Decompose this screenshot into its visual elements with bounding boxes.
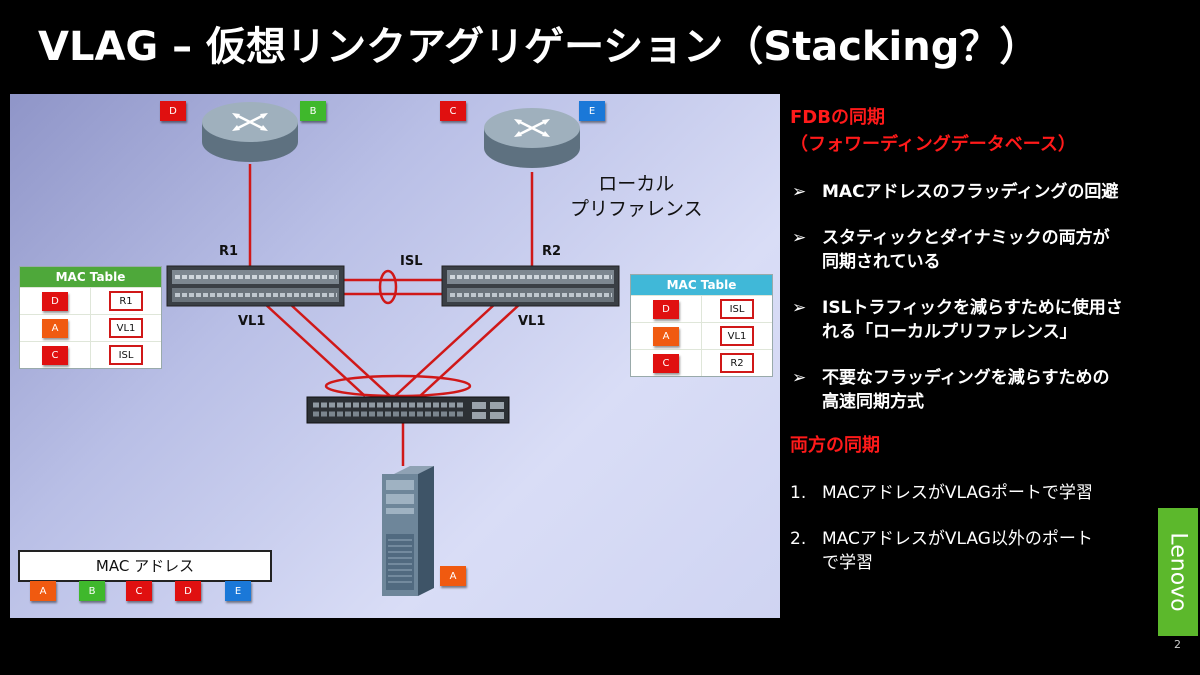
- bullet-text: MACアドレスのフラッディングの回避: [822, 182, 1119, 202]
- both-sync-title: 両方の同期: [790, 435, 880, 456]
- vl1-left-link-2: [289, 303, 391, 397]
- server-icon: [382, 466, 434, 596]
- table-row: A VL1: [631, 322, 772, 349]
- fdb-sync-title: FDBの同期: [790, 107, 885, 128]
- mac-cell: A: [653, 326, 679, 346]
- bullet-text: 同期されている: [822, 252, 941, 272]
- arrow-bullet-icon: ➢: [792, 228, 807, 248]
- lenovo-logo: Lenovo: [1158, 508, 1198, 636]
- vl1-right-link-2: [394, 303, 496, 397]
- port-cell: R2: [720, 353, 754, 373]
- bullet-text: ISLトラフィックを減らすために使用さ: [822, 298, 1123, 318]
- bullet-item: ➢ スタティックとダイナミックの両方が 同期されている: [790, 226, 1180, 274]
- router-left-mac-tag-d: D: [160, 101, 186, 121]
- router-left-icon: [202, 102, 298, 162]
- vl1-left-label: VL1: [238, 314, 266, 329]
- switch-r1-label: R1: [219, 244, 239, 259]
- legend-tag-b: B: [79, 581, 105, 601]
- table-row: A VL1: [20, 314, 161, 341]
- fdb-sync-subtitle: （フォワーディングデータベース）: [790, 134, 1076, 155]
- item-text: で学習: [822, 553, 873, 573]
- port-cell: R1: [109, 291, 143, 311]
- bullet-text: スタティックとダイナミックの両方が: [822, 228, 1110, 248]
- vlag-aggregation-ring: [324, 374, 472, 398]
- arrow-bullet-icon: ➢: [792, 182, 807, 202]
- local-preference-line1: ローカル: [598, 173, 675, 195]
- table-row: C R2: [631, 349, 772, 376]
- legend-tag-d: D: [175, 581, 201, 601]
- router-right-mac-tag-c: C: [440, 101, 466, 121]
- page-number: 2: [1174, 638, 1181, 651]
- mac-table-header: MAC Table: [631, 275, 772, 295]
- table-row: D ISL: [631, 295, 772, 322]
- lenovo-logo-text: Lenovo: [1165, 532, 1191, 612]
- bullet-text: 不要なフラッディングを減らすための: [822, 368, 1110, 388]
- switch-r1-icon: [166, 265, 345, 307]
- legend-tag-a: A: [30, 581, 56, 601]
- port-cell: ISL: [720, 299, 754, 319]
- network-topology: [166, 102, 620, 596]
- isl-label: ISL: [400, 254, 423, 269]
- numbered-item: 2. MACアドレスがVLAG以外のポート で学習: [790, 527, 1180, 575]
- vl1-right-label: VL1: [518, 314, 546, 329]
- local-preference-line2: プリファレンス: [570, 198, 703, 220]
- item-text: MACアドレスがVLAG以外のポート: [822, 529, 1093, 549]
- vl1-left-link-1: [264, 303, 366, 397]
- vlag-diagram: D B C E R1 R2 ISL VL1 VL1 ローカル プリファレンス M…: [10, 94, 780, 618]
- mac-cell: D: [42, 291, 68, 311]
- mac-table-left: MAC Table D R1 A VL1 C ISL: [19, 266, 162, 369]
- mac-cell: D: [653, 299, 679, 319]
- local-preference-label: ローカル プリファレンス: [570, 172, 703, 222]
- slide-title: VLAG – 仮想リンクアグリゲーション（Stacking？）: [38, 24, 1040, 70]
- numbered-item: 1. MACアドレスがVLAGポートで学習: [790, 481, 1180, 505]
- bullet-text: れる「ローカルプリファレンス」: [822, 322, 1077, 342]
- mac-table-right: MAC Table D ISL A VL1 C R2: [630, 274, 773, 377]
- server-mac-tag-a: A: [440, 566, 466, 586]
- router-left-mac-tag-b: B: [300, 101, 326, 121]
- mac-table-header: MAC Table: [20, 267, 161, 287]
- bullet-item: ➢ MACアドレスのフラッディングの回避: [790, 180, 1180, 204]
- bullet-item: ➢ ISLトラフィックを減らすために使用さ れる「ローカルプリファレンス」: [790, 296, 1180, 344]
- switch-r2-icon: [441, 265, 620, 307]
- switch-r2-label: R2: [542, 244, 562, 259]
- bullet-item: ➢ 不要なフラッディングを減らすための 高速同期方式: [790, 366, 1180, 414]
- arrow-bullet-icon: ➢: [792, 368, 807, 388]
- mac-address-label: MAC アドレス: [18, 550, 272, 582]
- table-row: D R1: [20, 287, 161, 314]
- item-number: 2.: [790, 529, 807, 549]
- router-right-icon: [484, 108, 580, 168]
- router-right-mac-tag-e: E: [579, 101, 605, 121]
- table-row: C ISL: [20, 341, 161, 368]
- port-cell: ISL: [109, 345, 143, 365]
- legend-tag-e: E: [225, 581, 251, 601]
- legend-tag-c: C: [126, 581, 152, 601]
- item-text: MACアドレスがVLAGポートで学習: [822, 483, 1093, 503]
- access-switch-icon: [306, 396, 510, 424]
- mac-cell: C: [653, 353, 679, 373]
- bullet-text: 高速同期方式: [822, 392, 924, 412]
- mac-cell: C: [42, 345, 68, 365]
- mac-cell: A: [42, 318, 68, 338]
- vl1-right-link-1: [419, 303, 521, 397]
- explanation-panel: FDBの同期 （フォワーディングデータベース） ➢ MACアドレスのフラッディン…: [790, 104, 1180, 575]
- arrow-bullet-icon: ➢: [792, 298, 807, 318]
- port-cell: VL1: [109, 318, 143, 338]
- port-cell: VL1: [720, 326, 754, 346]
- item-number: 1.: [790, 483, 807, 503]
- isl-aggregation-ring: [378, 269, 398, 305]
